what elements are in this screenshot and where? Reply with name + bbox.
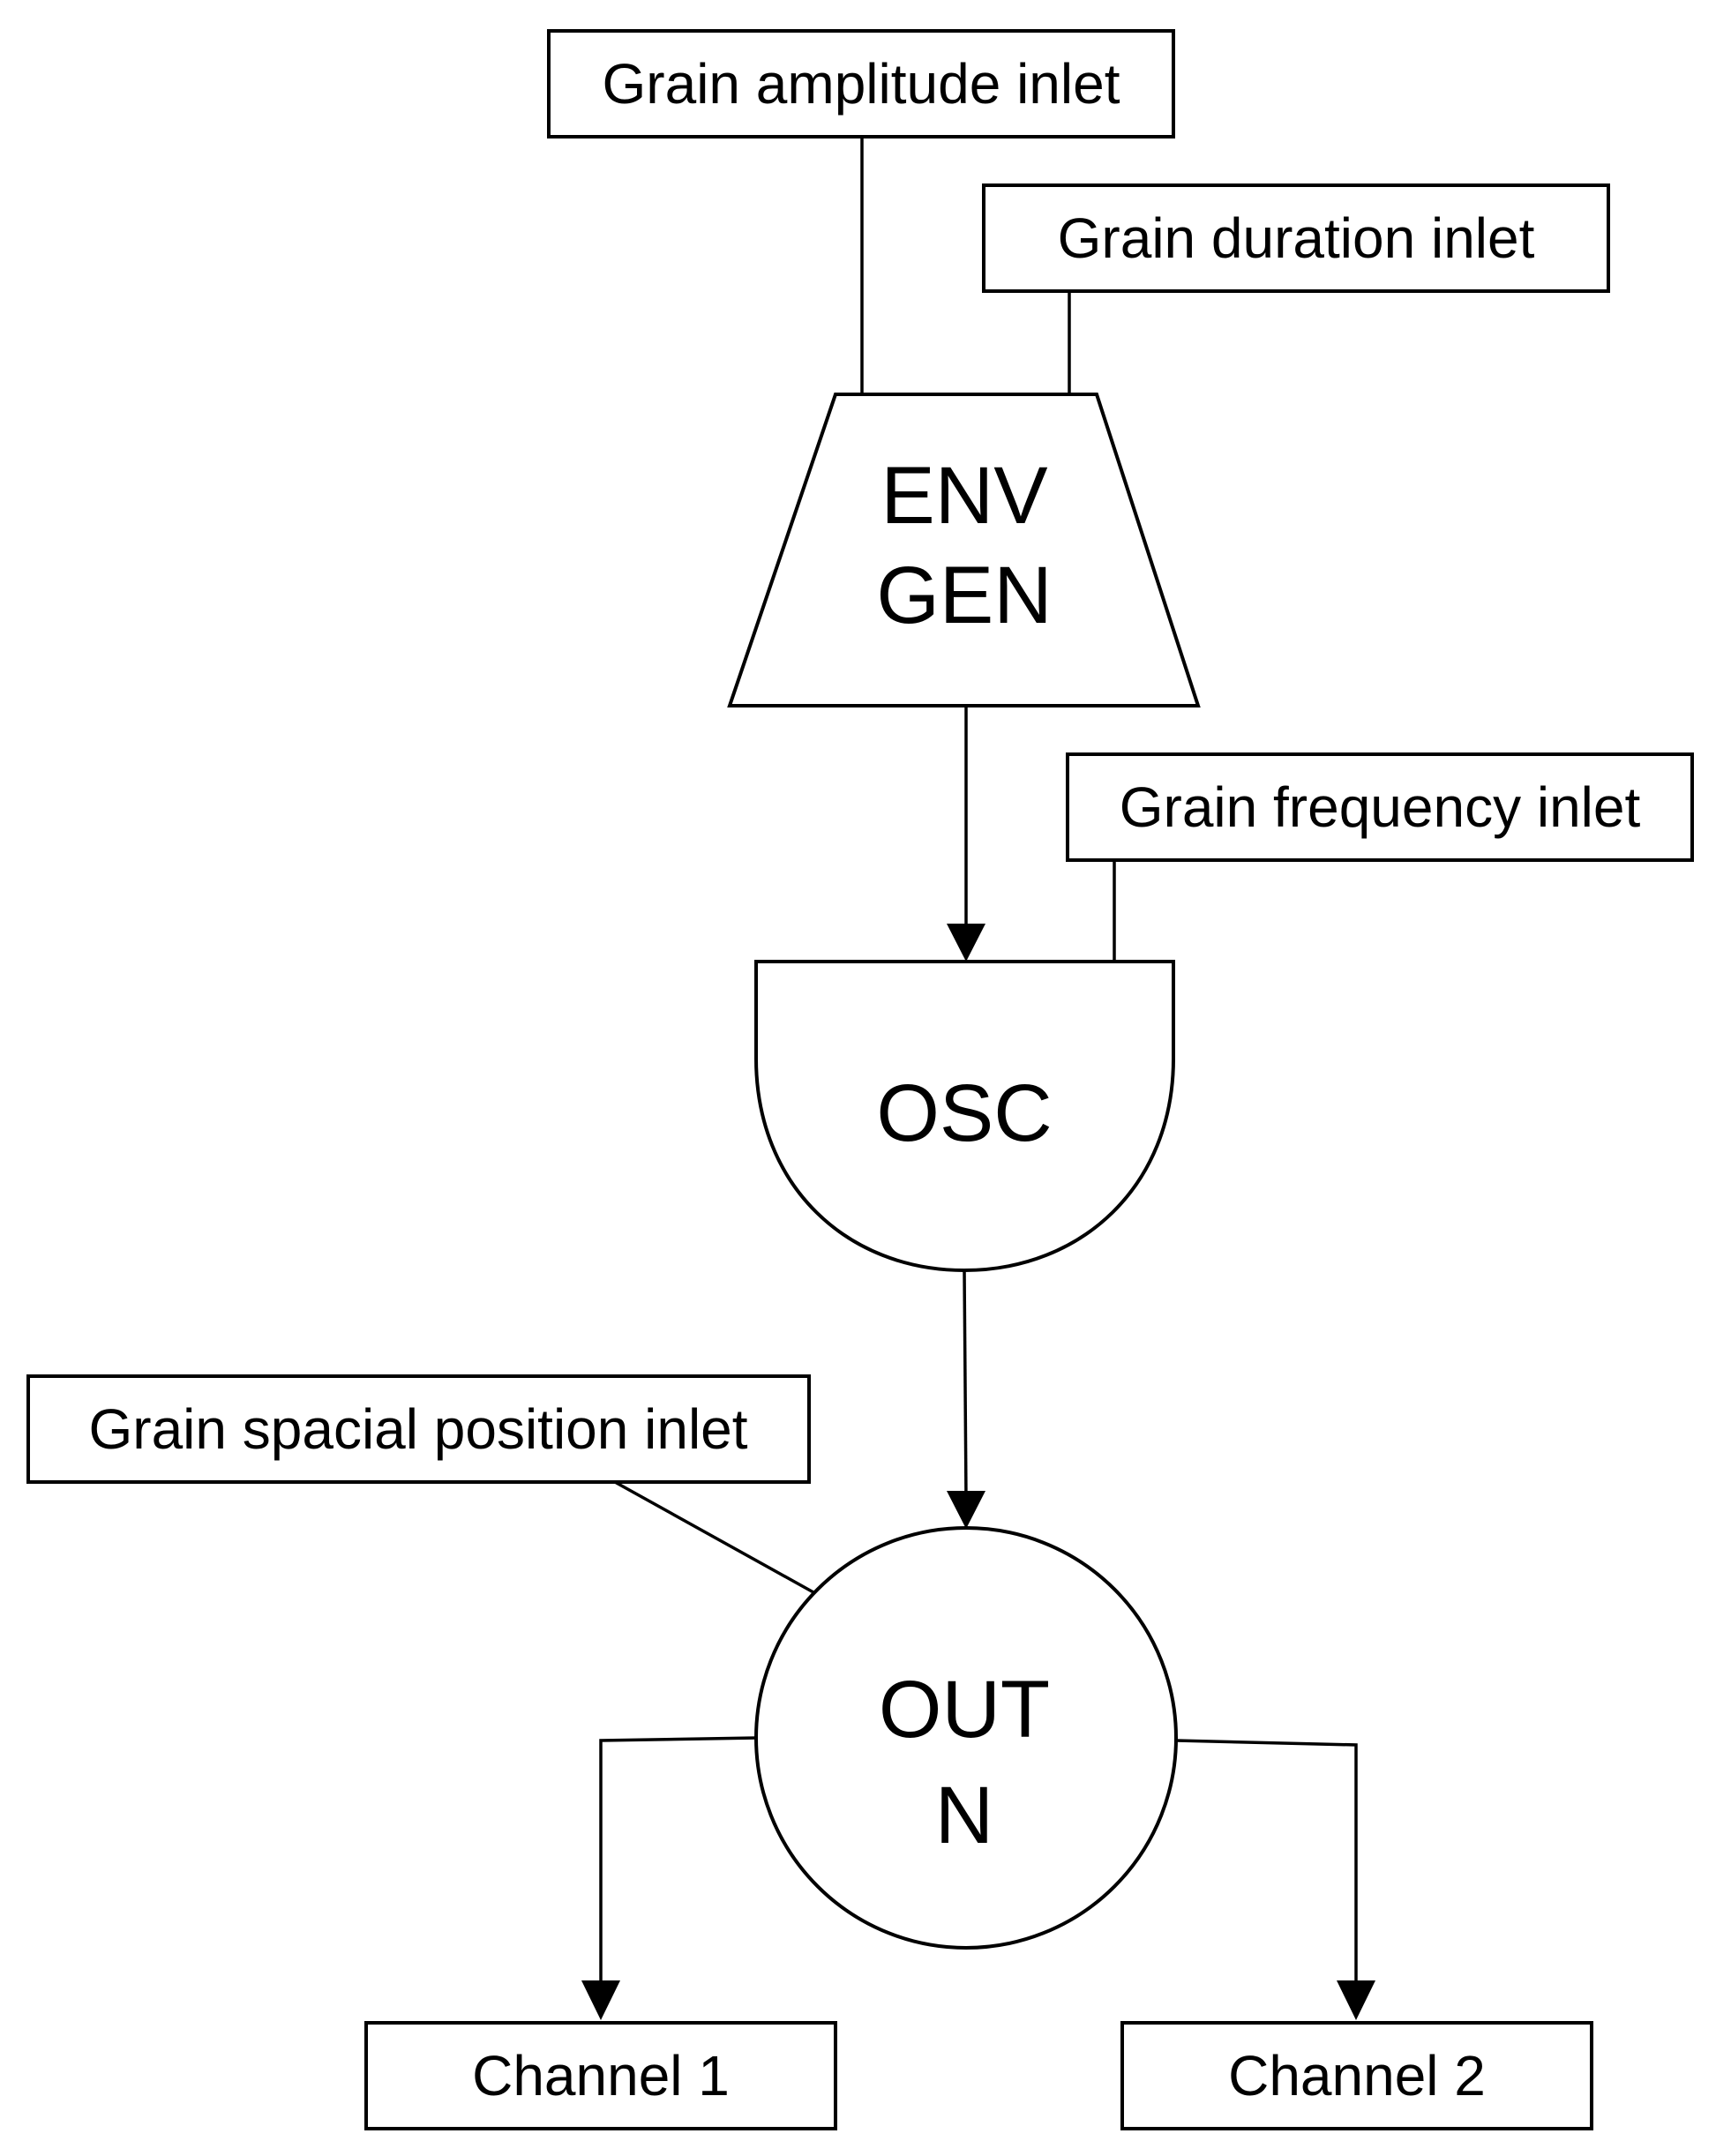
inlet-spatial-position: Grain spacial position inlet bbox=[26, 1374, 811, 1484]
inlet-duration-box bbox=[982, 183, 1610, 293]
osc-shape bbox=[754, 960, 1175, 1273]
channel-2-label: Channel 2 bbox=[1228, 2044, 1486, 2107]
arrowheads bbox=[581, 924, 1375, 2020]
inlet-duration: Grain duration inlet bbox=[982, 183, 1610, 293]
connections bbox=[599, 137, 1358, 1980]
output-channel-1: Channel 1 bbox=[364, 2021, 837, 2130]
output-channel-2: Channel 2 bbox=[1120, 2021, 1593, 2130]
inlet-frequency-box bbox=[1066, 752, 1694, 862]
out-label-line2: N bbox=[935, 1770, 993, 1860]
wire-osc-to-out bbox=[963, 1269, 968, 1501]
env-gen-node: ENV GEN bbox=[727, 393, 1201, 707]
channel-1-label: Channel 1 bbox=[472, 2044, 730, 2107]
osc-node: OSC bbox=[754, 960, 1175, 1273]
inlet-spatial-position-label: Grain spacial position inlet bbox=[88, 1397, 747, 1461]
arrowhead-out bbox=[947, 1491, 985, 1529]
out-label-line1: OUT bbox=[879, 1665, 1050, 1755]
inlet-amplitude-label: Grain amplitude inlet bbox=[603, 52, 1120, 116]
inlet-amplitude: Grain amplitude inlet bbox=[547, 29, 1175, 138]
channel-2-box bbox=[1120, 2021, 1593, 2130]
env-gen-label-line2: GEN bbox=[876, 550, 1052, 640]
wire-out-to-channel-2 bbox=[1175, 1739, 1358, 1980]
out-node: OUT N bbox=[754, 1526, 1178, 1950]
inlet-spatial-position-box bbox=[26, 1374, 811, 1484]
arrowhead-osc bbox=[947, 924, 985, 962]
env-gen-label-line1: ENV bbox=[880, 451, 1047, 541]
inlet-frequency: Grain frequency inlet bbox=[1066, 752, 1694, 862]
out-shape bbox=[754, 1526, 1178, 1950]
wire-out-to-channel-1 bbox=[599, 1736, 758, 1980]
arrowhead-channel-2 bbox=[1337, 1980, 1375, 2020]
inlet-duration-label: Grain duration inlet bbox=[1058, 206, 1535, 270]
inlet-frequency-label: Grain frequency inlet bbox=[1120, 775, 1641, 839]
wire-spatial-to-out bbox=[614, 1480, 814, 1594]
arrowhead-channel-1 bbox=[581, 1980, 620, 2020]
env-gen-shape bbox=[727, 393, 1201, 707]
osc-label: OSC bbox=[876, 1068, 1052, 1158]
inlet-amplitude-box bbox=[547, 29, 1175, 138]
channel-1-box bbox=[364, 2021, 837, 2130]
